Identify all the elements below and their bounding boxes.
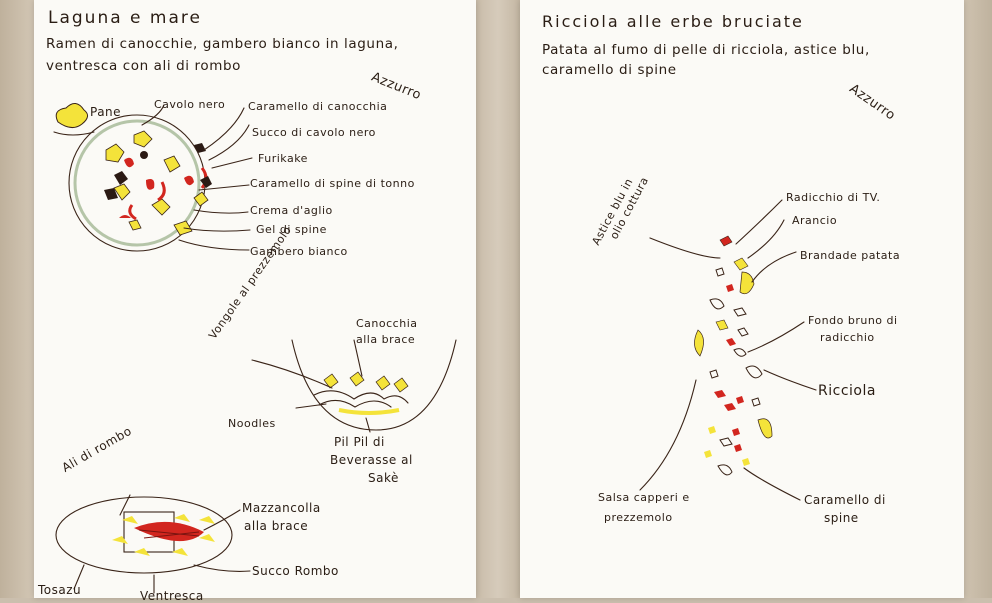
ricciola-plating-line xyxy=(694,235,773,476)
label-cavolo-nero: Cavolo nero xyxy=(154,98,226,111)
label-canocchia-brace-1: Canocchia xyxy=(356,317,418,330)
label-furikake: Furikake xyxy=(258,152,308,165)
label-succo-cavolo-nero: Succo di cavolo nero xyxy=(252,126,376,139)
label-caramello-spine-1: Caramello di xyxy=(804,493,886,507)
label-salsa-2: prezzemolo xyxy=(604,511,673,524)
label-gambero-bianco: Gambero bianco xyxy=(250,245,348,258)
label-tosazu: Tosazu xyxy=(38,583,82,597)
dish-title: Laguna e mare xyxy=(48,8,202,28)
label-mazzancolla-1: Mazzancolla xyxy=(242,501,321,515)
table-background-middle xyxy=(476,0,520,598)
dish-sketch-card-laguna: Laguna e mare Ramen di canocchie, gamber… xyxy=(34,0,476,602)
label-caramello-canocchia: Caramello di canocchia xyxy=(248,100,388,113)
label-caramello-spine-2: spine xyxy=(824,511,859,525)
ricciola-sketch-drawing xyxy=(639,199,817,501)
dish-subtitle-line-2: caramello di spine xyxy=(542,62,677,78)
label-mazzancolla-2: alla brace xyxy=(244,519,309,533)
label-crema-aglio: Crema d'aglio xyxy=(250,204,333,217)
laguna-sketch-drawing xyxy=(53,103,457,594)
label-gel-spine: Gel di spine xyxy=(256,223,327,236)
label-pil-pil-1: Pil Pil di xyxy=(334,435,385,449)
bowl-ingredients xyxy=(104,130,212,236)
label-pil-pil-3: Sakè xyxy=(368,471,399,485)
label-noodles: Noodles xyxy=(228,417,276,430)
label-ricciola: Ricciola xyxy=(818,383,876,399)
dish-subtitle-line-1: Patata al fumo di pelle di ricciola, ast… xyxy=(542,42,870,58)
label-fondo-bruno-1: Fondo bruno di xyxy=(808,314,898,327)
label-caramello-spine-tonno: Caramello di spine di tonno xyxy=(250,177,415,190)
label-ventresca: Ventresca xyxy=(140,589,204,603)
dish-title: Ricciola alle erbe bruciate xyxy=(542,12,804,31)
label-radicchio-tv: Radicchio di TV. xyxy=(786,191,881,204)
table-background-right xyxy=(964,0,992,598)
label-arancio: Arancio xyxy=(792,214,838,227)
dish-subtitle-line-1: Ramen di canocchie, gambero bianco in la… xyxy=(46,36,399,52)
label-canocchia-brace-2: alla brace xyxy=(356,333,416,346)
noodle-bowl-outline xyxy=(291,339,457,431)
label-brandade: Brandade patata xyxy=(800,249,901,262)
table-background-left xyxy=(0,0,34,598)
label-pil-pil-2: Beverasse al xyxy=(330,453,413,467)
label-pane: Pane xyxy=(90,105,122,119)
label-succo-rombo: Succo Rombo xyxy=(252,564,339,578)
label-salsa-1: Salsa capperi e xyxy=(598,491,690,504)
dish-sketch-card-ricciola: Ricciola alle erbe bruciate Patata al fu… xyxy=(520,0,964,598)
rombo-plate-outline xyxy=(55,496,233,574)
dish-subtitle-line-2: ventresca con ali di rombo xyxy=(46,58,242,74)
label-fondo-bruno-2: radicchio xyxy=(820,331,875,344)
